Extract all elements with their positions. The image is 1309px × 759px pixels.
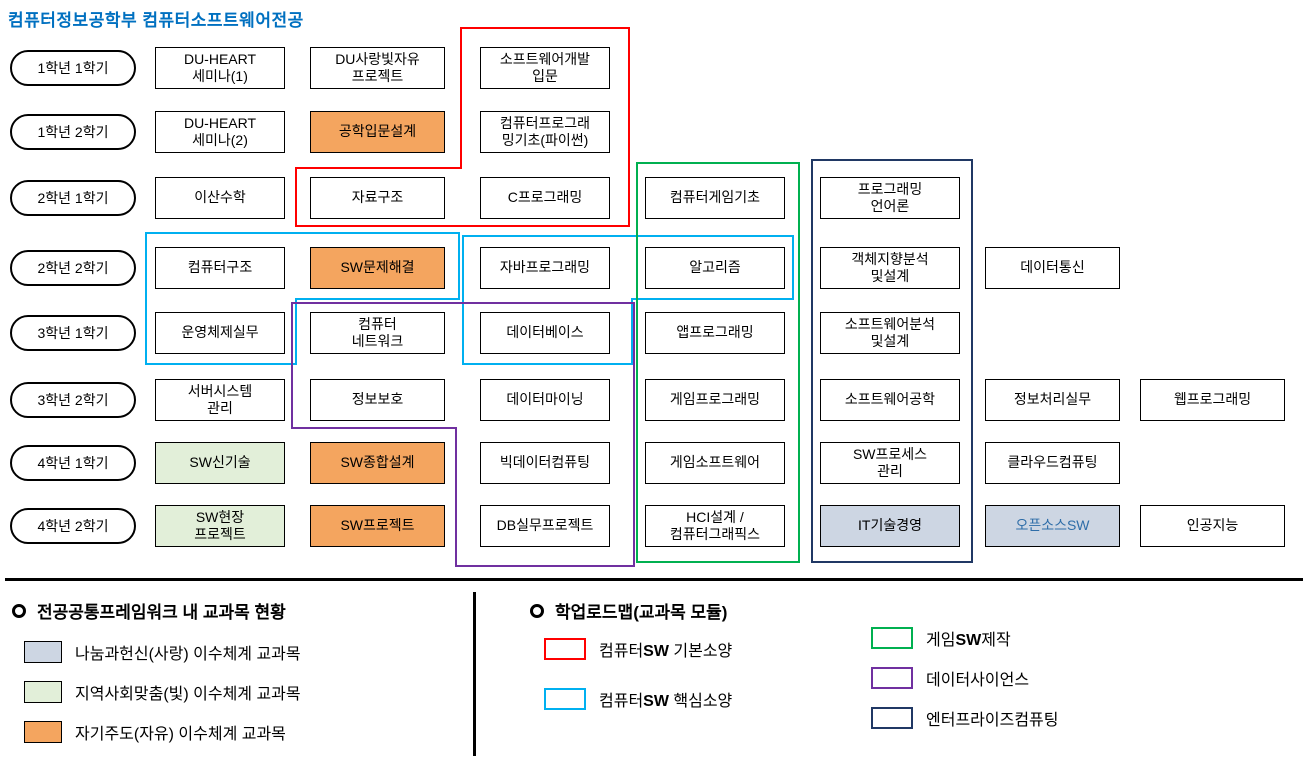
- course-box: SW프로세스 관리: [820, 442, 960, 484]
- course-box: 자바프로그래밍: [480, 247, 610, 289]
- course-box: 인공지능: [1140, 505, 1285, 547]
- semester-pill: 4학년 2학기: [10, 508, 136, 544]
- semester-pill: 3학년 1학기: [10, 315, 136, 351]
- legend-label: 나눔과헌신(사랑) 이수체계 교과목: [75, 646, 301, 663]
- course-box: SW프로젝트: [310, 505, 445, 547]
- legend-fill-swatch: [24, 681, 62, 703]
- course-box: SW신기술: [155, 442, 285, 484]
- course-box: 정보보호: [310, 379, 445, 421]
- course-box: IT기술경영: [820, 505, 960, 547]
- legend-outline-swatch: [544, 638, 586, 660]
- roadmap-legend-item: 데이터사이언스: [871, 666, 1029, 690]
- course-box: 자료구조: [310, 177, 445, 219]
- legend-label: 컴퓨터SW 기본소양: [599, 643, 733, 660]
- course-box: DU사랑빛자유 프로젝트: [310, 47, 445, 89]
- roadmap-legend-header: 학업로드맵(교과목 모듈): [530, 598, 727, 623]
- course-box: 객체지향분석 및설계: [820, 247, 960, 289]
- framework-legend-title: 전공공통프레임워크 내 교과목 현황: [37, 603, 286, 622]
- page-title: 컴퓨터정보공학부 컴퓨터소프트웨어전공: [8, 11, 304, 30]
- course-box: 알고리즘: [645, 247, 785, 289]
- course-box: 게임소프트웨어: [645, 442, 785, 484]
- framework-legend-item: 지역사회맞춤(빛) 이수체계 교과목: [24, 680, 301, 704]
- semester-pill: 2학년 1학기: [10, 180, 136, 216]
- legend-label: 자기주도(자유) 이수체계 교과목: [75, 726, 286, 743]
- course-box: 소프트웨어분석 및설계: [820, 312, 960, 354]
- legend-fill-swatch: [24, 721, 62, 743]
- semester-pill: 3학년 2학기: [10, 382, 136, 418]
- legend-label: 컴퓨터SW 핵심소양: [599, 693, 733, 710]
- course-box: 서버시스템 관리: [155, 379, 285, 421]
- course-box: 프로그래밍 언어론: [820, 177, 960, 219]
- course-box: 앱프로그래밍: [645, 312, 785, 354]
- module-outline-enterprise: [811, 159, 973, 563]
- framework-legend-header: 전공공통프레임워크 내 교과목 현황: [12, 598, 286, 623]
- roadmap-legend-item: 게임SW제작: [871, 626, 1011, 650]
- course-box: HCI설계 / 컴퓨터그래픽스: [645, 505, 785, 547]
- course-box: 오픈소스SW: [985, 505, 1120, 547]
- legend-outline-swatch: [871, 707, 913, 729]
- legend-outline-swatch: [544, 688, 586, 710]
- course-box: SW현장 프로젝트: [155, 505, 285, 547]
- semester-pill: 4학년 1학기: [10, 445, 136, 481]
- semester-pill: 1학년 2학기: [10, 114, 136, 150]
- course-box: C프로그래밍: [480, 177, 610, 219]
- course-box: 소프트웨어공학: [820, 379, 960, 421]
- course-box: 데이터통신: [985, 247, 1120, 289]
- course-box: 클라우드컴퓨팅: [985, 442, 1120, 484]
- course-box: 데이터마이닝: [480, 379, 610, 421]
- legend-fill-swatch: [24, 641, 62, 663]
- course-box: DU-HEART 세미나(2): [155, 111, 285, 153]
- legend-label: 게임SW제작: [926, 632, 1011, 649]
- framework-legend-item: 자기주도(자유) 이수체계 교과목: [24, 720, 286, 744]
- course-box: 정보처리실무: [985, 379, 1120, 421]
- course-box: SW문제해결: [310, 247, 445, 289]
- legend-outline-swatch: [871, 667, 913, 689]
- course-box: 컴퓨터프로그래 밍기초(파이썬): [480, 111, 610, 153]
- roadmap-legend-title: 학업로드맵(교과목 모듈): [555, 603, 728, 622]
- legend-divider: [473, 592, 476, 756]
- framework-legend-item: 나눔과헌신(사랑) 이수체계 교과목: [24, 640, 301, 664]
- module-outline-game: [636, 162, 800, 563]
- course-box: 컴퓨터 네트워크: [310, 312, 445, 354]
- legend-label: 지역사회맞춤(빛) 이수체계 교과목: [75, 686, 301, 703]
- course-box: SW종합설계: [310, 442, 445, 484]
- legend-label: 엔터프라이즈컴퓨팅: [926, 712, 1059, 729]
- course-box: 웹프로그래밍: [1140, 379, 1285, 421]
- course-box: 컴퓨터게임기초: [645, 177, 785, 219]
- course-box: 컴퓨터구조: [155, 247, 285, 289]
- course-box: 이산수학: [155, 177, 285, 219]
- roadmap-legend-item: 컴퓨터SW 핵심소양: [544, 687, 732, 711]
- section-divider: [5, 578, 1303, 581]
- circle-bullet-icon: [12, 603, 26, 618]
- course-box: 게임프로그래밍: [645, 379, 785, 421]
- course-box: 공학입문설계: [310, 111, 445, 153]
- course-box: 소프트웨어개발 입문: [480, 47, 610, 89]
- course-box: DB실무프로젝트: [480, 505, 610, 547]
- circle-bullet-icon: [530, 603, 544, 618]
- roadmap-legend-item: 엔터프라이즈컴퓨팅: [871, 706, 1058, 730]
- roadmap-legend-item: 컴퓨터SW 기본소양: [544, 637, 732, 661]
- semester-pill: 1학년 1학기: [10, 50, 136, 86]
- legend-label: 데이터사이언스: [926, 672, 1030, 689]
- course-box: 빅데이터컴퓨팅: [480, 442, 610, 484]
- course-box: 운영체제실무: [155, 312, 285, 354]
- semester-pill: 2학년 2학기: [10, 250, 136, 286]
- legend-outline-swatch: [871, 627, 913, 649]
- course-box: 데이터베이스: [480, 312, 610, 354]
- course-box: DU-HEART 세미나(1): [155, 47, 285, 89]
